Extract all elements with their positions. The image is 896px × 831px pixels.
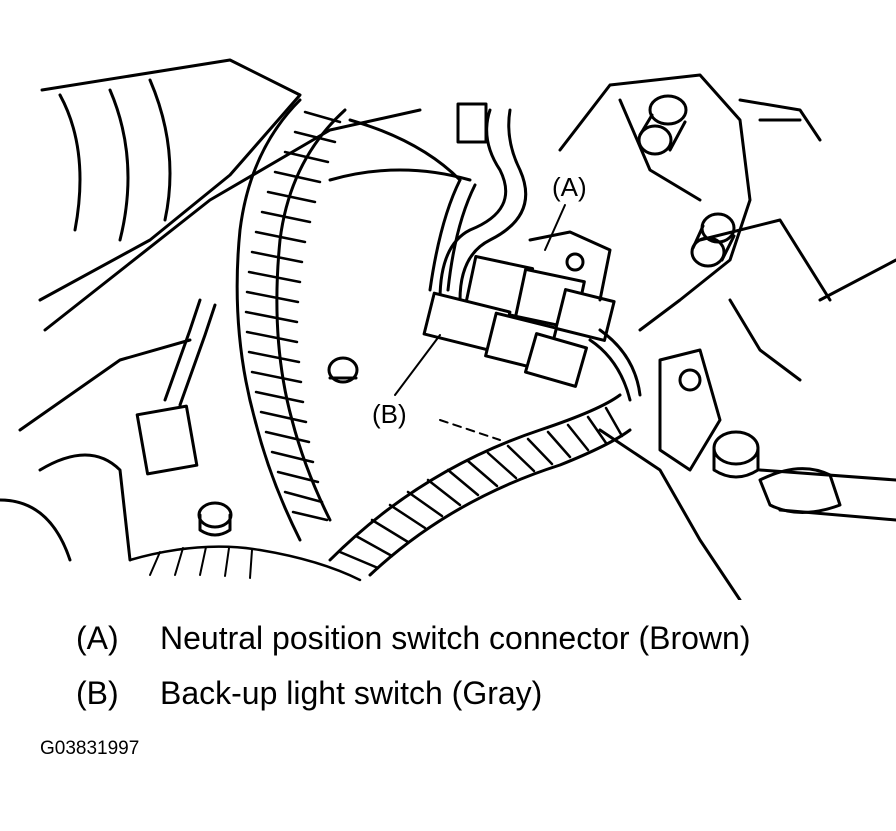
legend-item-a: (A) Neutral position switch connector (Br…: [76, 622, 750, 654]
bolt-middle: [690, 212, 736, 268]
transmission-housing-upper-left: [0, 58, 422, 562]
neutral-position-switch-connector: [463, 230, 616, 342]
left-switch-connector: [135, 298, 217, 476]
wire-bundle-to-connectors: [328, 102, 528, 302]
legend-item-b: (B) Back-up light switch (Gray): [76, 677, 542, 709]
callout-label-b: (B): [370, 399, 409, 429]
corrugated-harness-bottom: [128, 393, 632, 582]
transmission-bracket-right: [558, 73, 896, 600]
bolt-lower-left: [197, 501, 233, 537]
back-up-light-switch-connector: [422, 291, 642, 402]
legend-text-b: Back-up light switch (Gray): [160, 675, 543, 711]
corrugated-harness-left: [235, 98, 347, 542]
legend-key-b: (B): [76, 675, 119, 711]
bolt-center: [327, 356, 359, 384]
legend-text-a: Neutral position switch connector (Brown…: [160, 620, 751, 656]
callout-label-a: (A): [550, 172, 589, 202]
bolt-lower-right: [712, 430, 842, 514]
bolt-upper: [637, 94, 688, 156]
legend-key-a: (A): [76, 620, 119, 656]
transmission-wiring-illustration: [0, 58, 896, 600]
callout-leader-lines: [394, 204, 566, 441]
figure-code: G03831997: [40, 738, 140, 759]
